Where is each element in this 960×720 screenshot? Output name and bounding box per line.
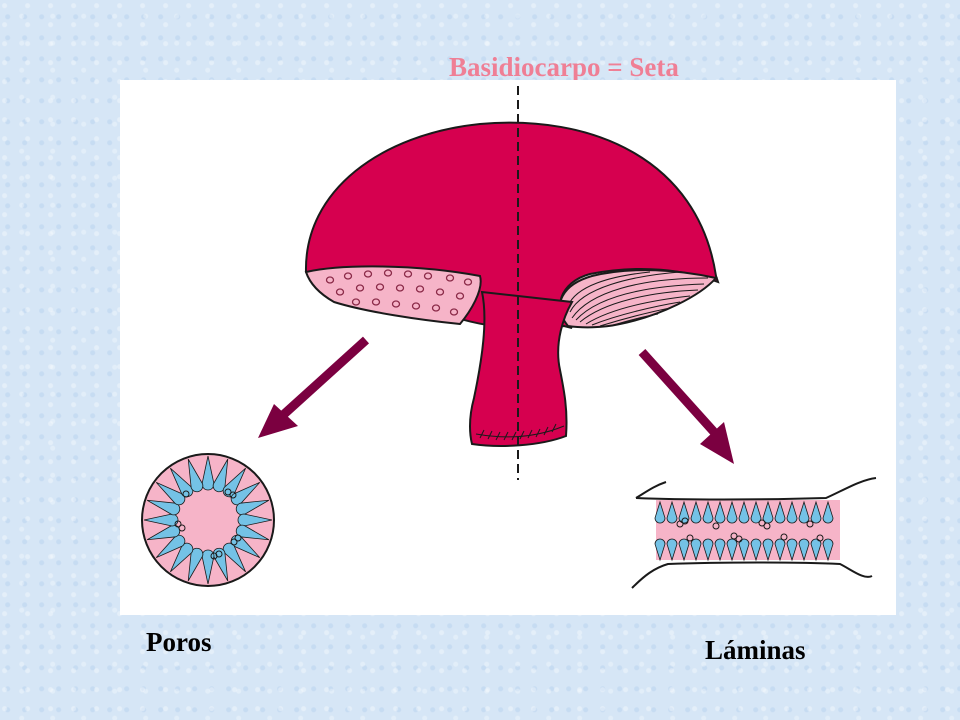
gill-basidia-lower [654, 538, 834, 562]
pore-dots [325, 269, 473, 316]
gill-lines [567, 271, 709, 327]
label-poros: Poros [146, 627, 212, 657]
diagram-title: Basidiocarpo = Seta [449, 52, 679, 82]
cap-underside-pores [304, 265, 482, 326]
gill-basidia-upper [654, 500, 834, 524]
stipe-base-hatching [475, 423, 565, 441]
label-laminas: Láminas [705, 635, 806, 665]
pore-cross-section [141, 453, 275, 587]
arrow-to-laminas [638, 348, 734, 464]
mushroom-stipe [469, 290, 574, 447]
gill-cross-section [631, 477, 877, 589]
mushroom-illustration [141, 86, 877, 589]
diagram-panel [120, 80, 896, 615]
arrow-to-pores [258, 336, 370, 438]
